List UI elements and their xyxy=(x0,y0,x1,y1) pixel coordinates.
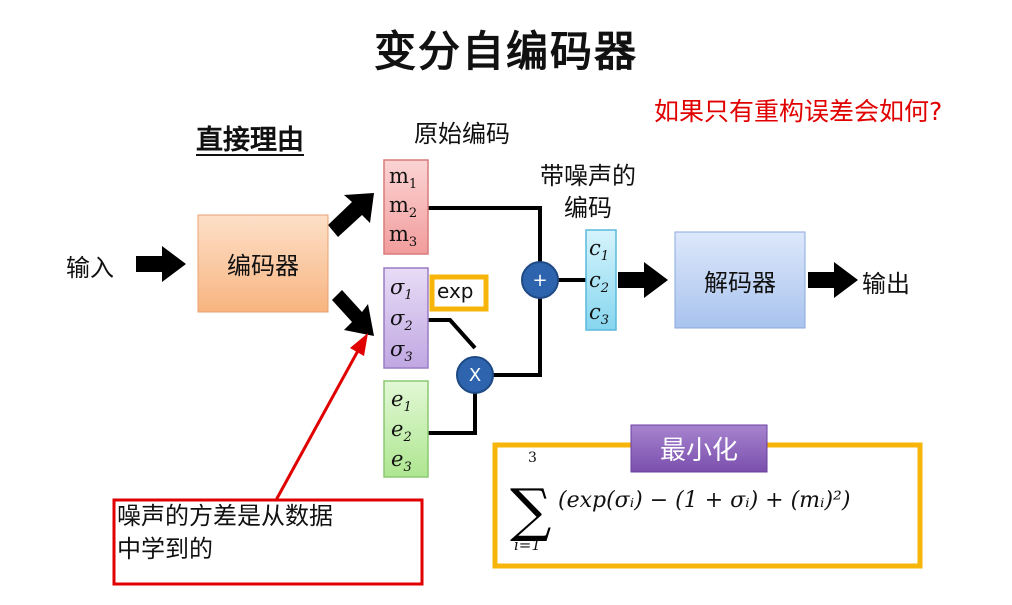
original-code-label: 原始编码 xyxy=(414,120,510,148)
decoder-label: 解码器 xyxy=(704,268,776,297)
minimize-label: 最小化 xyxy=(659,436,738,466)
direct-reason-heading: 直接理由 xyxy=(196,125,304,156)
line-m-to-plus xyxy=(428,206,542,262)
note-box xyxy=(112,498,424,586)
sigma-to-times-line xyxy=(428,318,477,350)
note-line-2: 中学到的 xyxy=(117,535,213,563)
line-times-to-plus xyxy=(488,298,542,377)
sigma2-label: σ2 xyxy=(390,306,413,335)
block-arrows xyxy=(136,193,858,336)
m3-label: m3 xyxy=(389,222,418,251)
page-title: 变分自编码器 xyxy=(373,27,638,76)
sigma3-label: σ3 xyxy=(390,337,413,366)
note-text: 噪声的方差是从数据 中学到的 xyxy=(117,500,407,566)
e-vector-box xyxy=(383,380,429,478)
m1-label: m1 xyxy=(389,164,418,193)
minimize-label-box xyxy=(630,424,768,473)
note-line-1: 噪声的方差是从数据 xyxy=(117,502,333,530)
m-vector-box xyxy=(383,159,429,255)
sigma-vector-box xyxy=(383,267,429,369)
c3-label: c3 xyxy=(589,300,610,329)
c2-label: c2 xyxy=(589,268,610,297)
arrow-input-icon xyxy=(136,246,186,282)
encoder-block xyxy=(197,214,329,313)
red-annotation-arrow-icon xyxy=(273,333,368,503)
noisy-code-label-line1: 带噪声的 xyxy=(540,162,636,190)
c1-label: c1 xyxy=(589,236,610,265)
sum-symbol-icon: ∑ xyxy=(510,476,551,544)
e3-label: e3 xyxy=(391,447,412,476)
arrow-to-decoder-icon xyxy=(618,262,668,298)
times-operator-label: X xyxy=(468,364,482,386)
plus-operator-circle xyxy=(521,261,559,299)
input-label: 输入 xyxy=(66,254,114,282)
arrow-to-m-icon xyxy=(328,193,374,237)
times-operator-circle xyxy=(456,356,494,394)
arrow-output-icon xyxy=(808,262,858,298)
m2-label: m2 xyxy=(389,193,418,222)
e1-label: e1 xyxy=(391,387,412,416)
output-label: 输出 xyxy=(862,270,910,298)
question-text: 如果只有重构误差会如何? xyxy=(654,97,943,126)
encoder-label: 编码器 xyxy=(227,252,299,280)
c-vector-box xyxy=(585,229,617,331)
sigma1-label: σ1 xyxy=(390,275,413,304)
e2-label: e2 xyxy=(391,417,412,446)
line-e-to-times xyxy=(428,393,477,435)
connector-lines xyxy=(428,206,586,435)
exp-box xyxy=(429,274,489,312)
decoder-block xyxy=(674,231,806,329)
sum-upper-bound: 3 xyxy=(528,450,537,466)
plus-operator-label: + xyxy=(532,269,548,291)
arrow-to-sigma-icon xyxy=(332,290,374,336)
minimize-expression: (exp(σᵢ) − (1 + σᵢ) + (mᵢ)²) xyxy=(558,488,851,513)
exp-label: exp xyxy=(437,279,474,303)
sum-lower-bound: i=1 xyxy=(514,536,541,554)
noisy-code-label-line2: 编码 xyxy=(564,194,612,222)
